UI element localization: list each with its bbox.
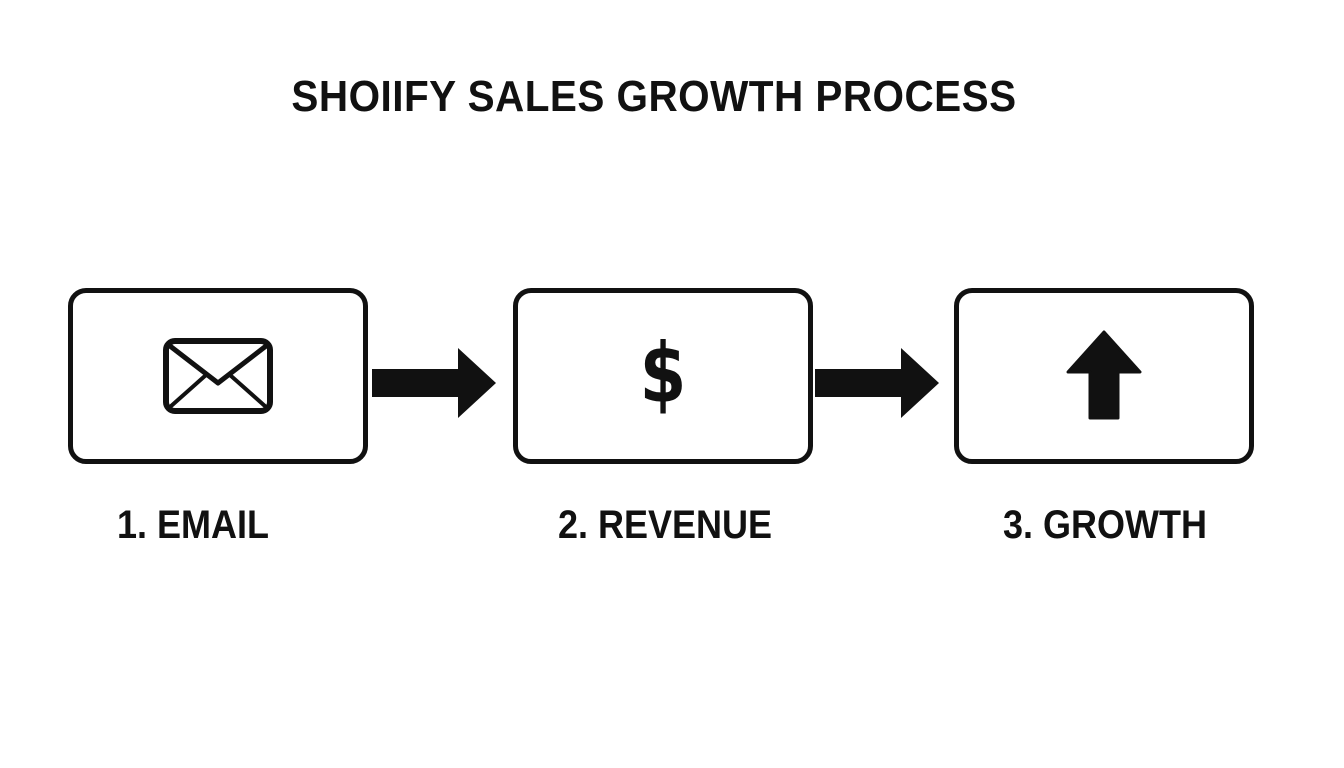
dollar-sign-icon: $ [639, 326, 687, 422]
step-label-growth: 3. GROWTH [1003, 503, 1208, 547]
diagram-title: SHOIIFY SALES GROWTH PROCESS [291, 72, 1017, 121]
step-box-email [68, 288, 368, 464]
connector-arrow-icon [815, 348, 939, 418]
up-arrow-icon [1066, 330, 1142, 420]
step-box-revenue: $ [513, 288, 813, 464]
step-label-email: 1. EMAIL [117, 503, 270, 547]
step-label-revenue: 2. REVENUE [558, 503, 773, 547]
envelope-icon [163, 338, 273, 414]
connector-arrow-icon [372, 348, 496, 418]
step-box-growth [954, 288, 1254, 464]
